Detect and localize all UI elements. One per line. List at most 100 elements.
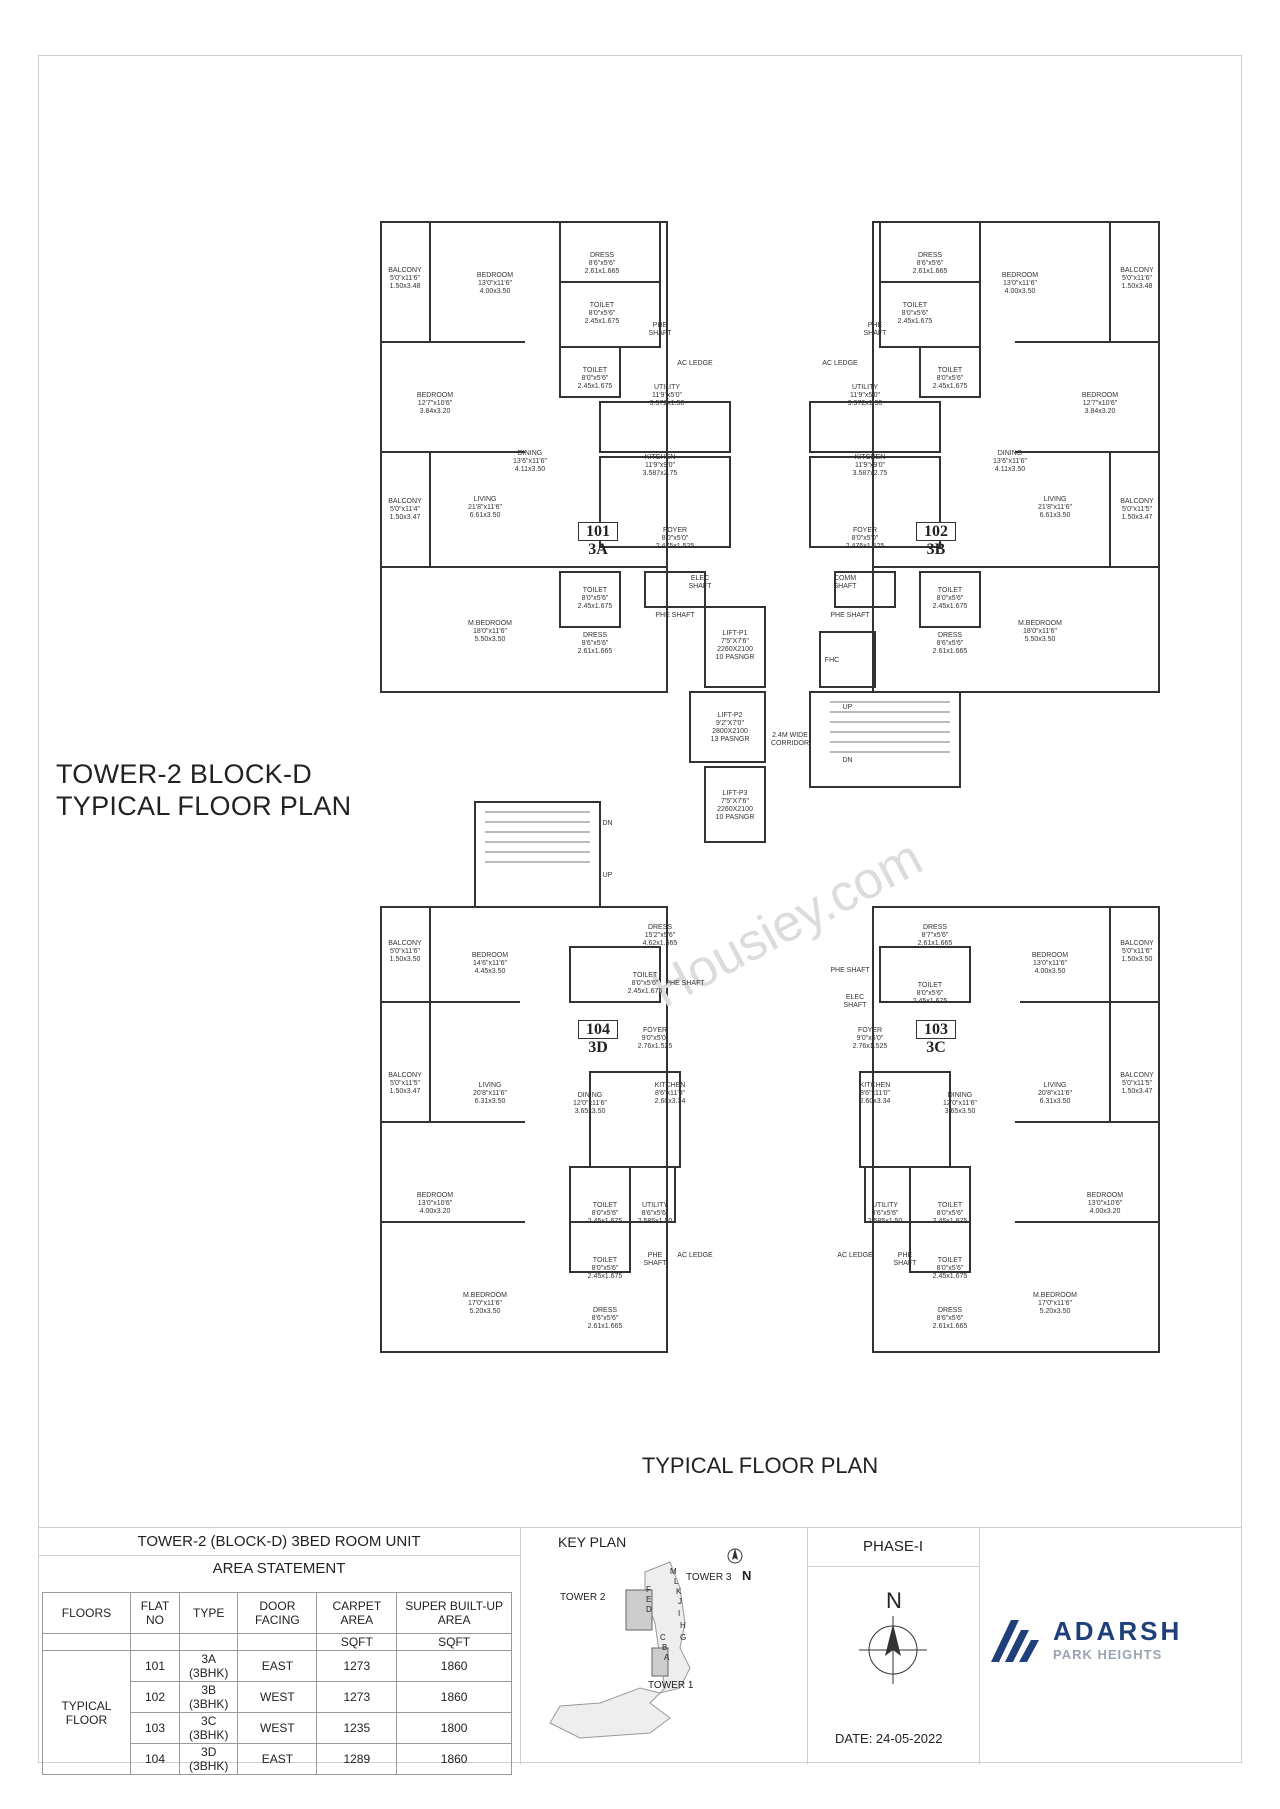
key-letter: D <box>646 1605 652 1614</box>
phase-block: PHASE-I N DATE: 24-05-2022 <box>807 1528 980 1764</box>
area-table: FLOORS FLAT NO TYPE DOOR FACING CARPET A… <box>42 1592 512 1775</box>
room-label: TOILET 8'0"x5'6" 2.45x1.675 <box>577 367 613 390</box>
brand-name: ADARSH <box>1053 1616 1183 1646</box>
room-label: BALCONY 5'0"x11'4" 1.50x3.47 <box>388 498 422 521</box>
table-cell: WEST <box>237 1712 318 1744</box>
north-label: N <box>886 1588 902 1613</box>
table-cell: 103 <box>129 1712 181 1744</box>
room-label: 2.4M WIDE CORRIDOR <box>770 732 810 747</box>
floor-plan-drawing: Housiey.com <box>380 221 1160 1353</box>
phase-label: PHASE-I <box>807 1528 979 1567</box>
room-label: BEDROOM 13'0"x11'6" 4.00x3.50 <box>476 272 514 295</box>
room-label: AC LEDGE <box>677 360 713 367</box>
room-label: TOILET 8'0"x5'6" 2.45x1.675 <box>897 302 933 325</box>
side-title-line2: TYPICAL FLOOR PLAN <box>56 791 352 821</box>
area-statement: TOWER-2 (BLOCK-D) 3BED ROOM UNIT AREA ST… <box>38 1528 521 1775</box>
room-label: UTILITY 11'9"x5'0" 3.572x1.50 <box>847 384 883 407</box>
room-label: LIVING 20'8"x11'6" 6.31x3.50 <box>1038 1082 1072 1105</box>
table-cell: 104 <box>129 1743 181 1775</box>
room-label: ELEC SHAFT <box>688 575 712 590</box>
key-letter: I <box>678 1609 680 1618</box>
column-header: FLOORS <box>42 1592 131 1634</box>
room-label: UTILITY 8'6"x5'6" 2.585x1.50 <box>637 1202 673 1225</box>
table-row: 104 3D (3BHK) EAST 1289 1860 <box>43 1743 512 1775</box>
room-label: LIVING 21'8"x11'6" 6.61x3.50 <box>1038 496 1072 519</box>
room-label: LIFT-P2 9'2"X7'0" 2800X2100 13 PASNGR <box>710 712 750 743</box>
table-cell: EAST <box>237 1743 318 1775</box>
table-row: 103 3C (3BHK) WEST 1235 1800 <box>43 1712 512 1744</box>
plan-title: TYPICAL FLOOR PLAN <box>641 1453 879 1478</box>
room-label: TOILET 8'0"x5'6" 2.45x1.675 <box>932 587 968 610</box>
key-letter: H <box>680 1621 686 1630</box>
room-label: UTILITY 11'9"x5'0" 3.572x1.50 <box>649 384 685 407</box>
room-label: M.BEDROOM 18'0"x11'6" 5.50x3.50 <box>1018 620 1062 643</box>
table-cell: WEST <box>237 1681 318 1713</box>
room-label: UP <box>842 704 853 711</box>
key-letter: B <box>662 1643 667 1652</box>
room-label: LIFT-P1 7'5"X7'6" 2260X2100 10 PASNGR <box>715 630 755 661</box>
room-label: DRESS 8'6"x5'6" 2.61x1.665 <box>584 252 620 275</box>
room-label: TOILET 8'0"x5'6" 2.45x1.675 <box>912 982 948 1005</box>
column-header: SUPER BUILT-UP AREA <box>396 1592 512 1634</box>
unit-103-outline <box>872 906 1160 1353</box>
room-label: BALCONY 5'0"x11'6" 1.50x3.48 <box>1120 267 1154 290</box>
room-label: PHE SHAFT <box>893 1252 917 1267</box>
room-label: PHE SHAFT <box>830 612 870 619</box>
room-label: FOYER 9'0"x5'0" 2.76x1.525 <box>637 1027 673 1050</box>
key-letter: M <box>670 1567 677 1576</box>
key-letter: E <box>646 1595 651 1604</box>
room-label: BEDROOM 14'6"x11'6" 4.45x3.50 <box>471 952 509 975</box>
table-units-row: SQFT SQFT <box>42 1633 512 1651</box>
table-cell: 1273 <box>316 1650 398 1682</box>
area-subheading: AREA STATEMENT <box>212 1560 346 1577</box>
room-label: BALCONY 5'0"x11'5" 1.50x3.47 <box>1120 498 1154 521</box>
room-label: BALCONY 5'0"x11'5" 1.50x3.47 <box>1120 1072 1154 1095</box>
room-label: LIFT-P3 7'5"X7'6" 2260X2100 10 PASNGR <box>715 790 755 821</box>
key-letter: K <box>676 1587 682 1596</box>
room-label: PHE SHAFT <box>648 322 672 337</box>
drawing-sheet <box>38 55 1242 1763</box>
room-label: BEDROOM 12'7"x10'6" 3.84x3.20 <box>1081 392 1119 415</box>
key-letter: C <box>660 1633 666 1642</box>
room-label: AC LEDGE <box>677 1252 713 1259</box>
room-label: BALCONY 5'0"x11'6" 1.50x3.48 <box>388 267 422 290</box>
room-label: BALCONY 5'0"x11'6" 1.50x3.50 <box>1120 940 1154 963</box>
tower3-label: TOWER 3 <box>686 1572 732 1583</box>
room-label: TOILET 8'0"x5'6" 2.45x1.675 <box>932 367 968 390</box>
room-label: LIVING 20'8"x11'6" 6.31x3.50 <box>473 1082 507 1105</box>
table-cell: 1273 <box>316 1681 398 1713</box>
room-label: UTILITY 8'6"x5'6" 2.585x1.50 <box>867 1202 903 1225</box>
room-label: BALCONY 5'0"x11'6" 1.50x3.50 <box>388 940 422 963</box>
room-label: FOYER 8'0"x5'0" 2.475x1.525 <box>655 527 695 550</box>
unit-cell: SQFT <box>316 1633 398 1651</box>
table-cell: 1800 <box>396 1712 512 1744</box>
table-cell: 1860 <box>396 1743 512 1775</box>
room-label: PHE SHAFT <box>655 612 695 619</box>
tower2-label: TOWER 2 <box>560 1592 606 1603</box>
room-label: DN <box>602 820 613 827</box>
column-header: DOOR FACING <box>237 1592 318 1634</box>
room-label: DRESS 8'6"x5'6" 2.61x1.665 <box>912 252 948 275</box>
room-label: M.BEDROOM 17'0"x11'6" 5.20x3.50 <box>1033 1292 1077 1315</box>
room-label: TOILET 8'0"x5'6" 2.45x1.675 <box>577 587 613 610</box>
key-letter: G <box>680 1633 686 1642</box>
room-label: TOILET 8'0"x5'6" 2.45x1.675 <box>584 302 620 325</box>
room-label: UP <box>602 872 613 879</box>
drawing-date: DATE: 24-05-2022 <box>835 1731 943 1746</box>
table-row: TYPICAL FLOOR 101 3A (3BHK) EAST 1273 18… <box>42 1650 512 1775</box>
table-cell: 102 <box>129 1681 181 1713</box>
room-label: DINING 12'0"x11'6" 3.65x3.50 <box>573 1092 607 1115</box>
room-label: BALCONY 5'0"x11'5" 1.50x3.47 <box>388 1072 422 1095</box>
floor-cell: TYPICAL FLOOR <box>42 1650 131 1775</box>
room-label: TOILET 8'0"x5'6" 2.45x1.675 <box>627 972 663 995</box>
room-label: DINING 12'0"x11'6" 3.65x3.50 <box>943 1092 977 1115</box>
room-label: ELEC SHAFT <box>843 994 867 1009</box>
table-cell: 3A (3BHK) <box>179 1650 239 1682</box>
table-cell: 101 <box>129 1650 181 1682</box>
room-label: DRESS 8'6"x5'6" 2.61x1.665 <box>587 1307 623 1330</box>
brand-sub: PARK HEIGHTS <box>1053 1647 1163 1662</box>
